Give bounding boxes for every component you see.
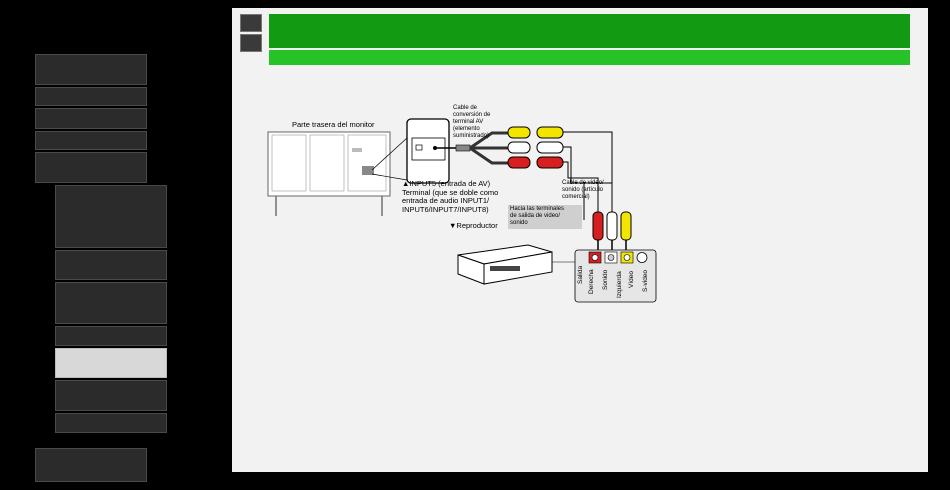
sub-button-7[interactable] [55,413,167,433]
derecha-label: Derecha [588,269,595,294]
icon-square-top[interactable] [240,14,262,32]
sidebar [0,0,232,490]
content-panel: Parte trasera del monitor Cable de conve… [232,8,928,472]
connection-diagram [267,118,657,303]
monitor-back-illustration [267,131,391,216]
output-panel [574,249,657,303]
cable-conversion-label: Cable de conversión de terminal AV (elem… [453,105,491,139]
header-subtitle-bar [269,50,910,65]
nav-button-6[interactable] [35,448,147,482]
output-hint-box [508,205,582,229]
video-player-illustration [457,244,575,285]
av-cable-label: Cable de video/ sonido (artículo comerci… [562,180,604,200]
sub-button-2[interactable] [55,250,167,280]
input5-terminal-zoom [406,118,450,184]
svideo-label: S-video [642,269,649,292]
player-label: ▼Reproductor [449,221,498,230]
video-label: Vídeo [628,271,635,288]
input5-label: ▲INPUT5 (entrada de AV) Terminal (que se… [402,179,499,214]
icon-square-bottom[interactable] [240,34,262,52]
sub-button-6[interactable] [55,380,167,411]
sub-button-1[interactable] [55,185,167,248]
nav-button-2[interactable] [35,87,147,106]
sonido-label: Sonido [602,269,609,290]
monitor-back-label: Parte trasera del monitor [292,120,375,129]
nav-button-1[interactable] [35,54,147,85]
header-title-bar [269,14,910,48]
nav-button-3[interactable] [35,108,147,129]
nav-button-5[interactable] [35,152,147,183]
sub-button-4[interactable] [55,326,167,346]
bottom-bar [232,472,928,482]
sub-button-5-active[interactable] [55,348,167,378]
sub-button-3[interactable] [55,282,167,324]
nav-button-4[interactable] [35,131,147,150]
izquierda-label: Izquierda [616,271,623,298]
output-hint-label: Hacia las terminales de salida de video/… [510,206,565,226]
salida-label: Salida [577,265,584,284]
